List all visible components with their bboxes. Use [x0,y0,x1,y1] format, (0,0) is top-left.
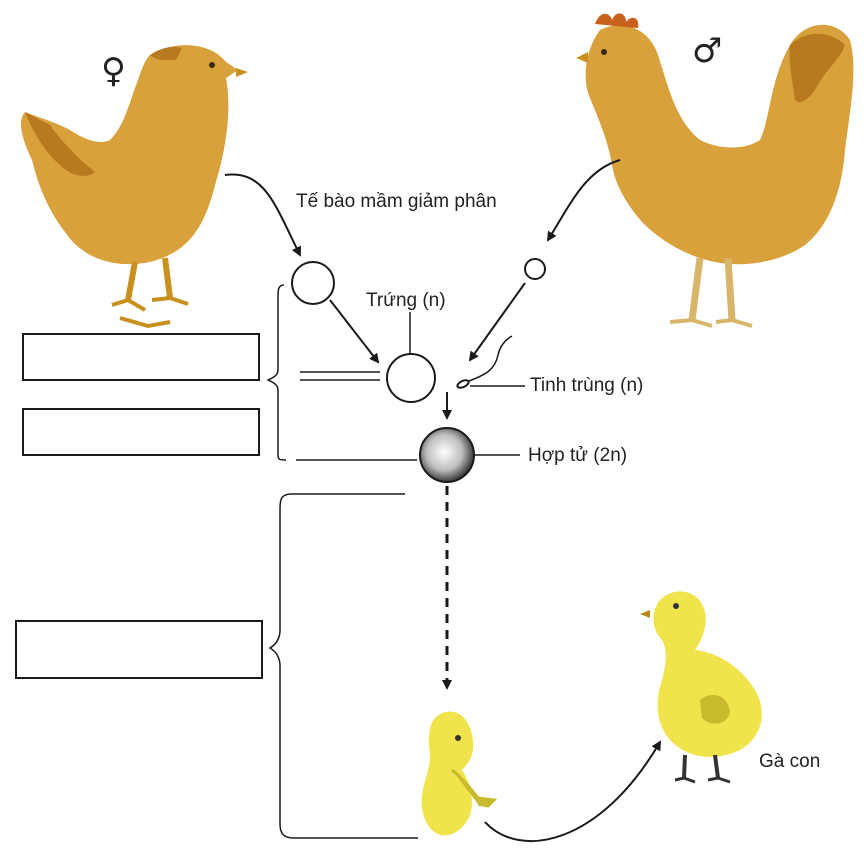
hen-illustration [20,45,248,329]
male-germ-cell [524,258,546,280]
rooster-illustration [576,13,854,328]
hen-to-meiosis-arrow [224,173,301,257]
embryo-to-chick-arrow [484,740,662,843]
chick-illustration [640,591,762,784]
embryo-illustration [421,711,498,836]
zygote-label: Hợp tử (2n) [528,445,627,466]
answer-box-3[interactable] [15,620,263,679]
answer-box-2[interactable] [22,408,260,456]
rooster-to-meiosis-arrow [546,159,621,242]
female-germ-cell [291,261,335,305]
chick-label: Gà con [759,751,820,772]
male-symbol: ♂ [692,31,722,71]
egg-cell [386,353,436,403]
zygote-cell [419,427,475,483]
bracket-group [266,284,418,839]
germ-to-sperm-arrow [468,282,526,362]
germ-to-egg-arrow [329,299,380,364]
answer-box-1[interactable] [22,333,260,381]
sperm-label: Tinh trùng (n) [530,375,643,396]
sperm-cell [456,335,513,389]
egg-label: Trứng (n) [366,290,446,311]
female-symbol: ♀ [101,51,126,91]
meiosis-label: Tế bào mầm giảm phân [296,191,497,212]
